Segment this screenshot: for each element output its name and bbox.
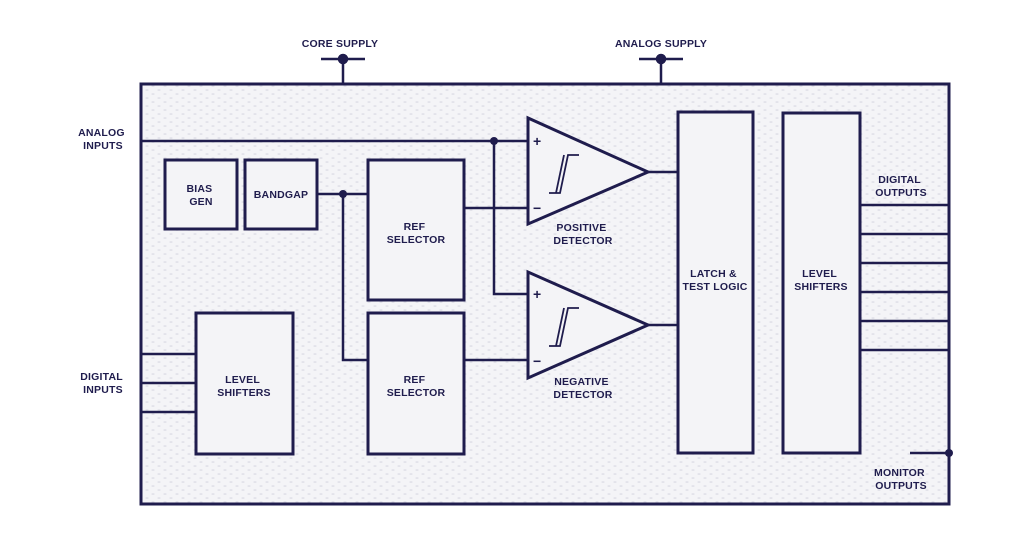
junction-dots bbox=[339, 137, 953, 457]
ref-selector-bottom-label: REF SELECTOR bbox=[387, 374, 446, 399]
monitor-outputs-label: MONITOR OUTPUTS bbox=[874, 467, 928, 492]
positive-comparator-plus: + bbox=[533, 133, 541, 149]
level-shifters-left-block bbox=[194, 311, 295, 456]
ref-selector-top-label: REF SELECTOR bbox=[387, 221, 446, 246]
latch-test-logic-block bbox=[676, 110, 755, 455]
core-supply-label: CORE SUPPLY bbox=[302, 38, 379, 50]
bias-gen-label: BIAS GEN bbox=[186, 183, 215, 208]
bandgap-block bbox=[243, 158, 319, 231]
level-shifters-right-block bbox=[781, 111, 862, 455]
level-shifters-left-label: LEVEL SHIFTERS bbox=[217, 374, 271, 399]
positive-comparator bbox=[526, 115, 652, 227]
ref-selector-bottom-block bbox=[366, 311, 466, 456]
analog-supply-pin bbox=[639, 53, 683, 84]
negative-comparator-plus: + bbox=[533, 286, 541, 302]
analog-inputs-label: ANALOG INPUTS bbox=[78, 127, 128, 152]
level-shifters-right-label: LEVEL SHIFTERS bbox=[794, 268, 848, 293]
analog-supply-label: ANALOG SUPPLY bbox=[615, 38, 707, 50]
core-supply-pin bbox=[321, 53, 365, 84]
digital-outputs-label: DIGITAL OUTPUTS bbox=[875, 174, 927, 199]
ref-selector-top-block bbox=[366, 158, 466, 302]
hysteresis-icon bbox=[549, 154, 579, 194]
positive-detector-label: POSITIVE DETECTOR bbox=[553, 222, 612, 247]
bandgap-label: BANDGAP bbox=[254, 189, 309, 201]
negative-comparator bbox=[526, 269, 652, 381]
latch-test-logic-label: LATCH & TEST LOGIC bbox=[683, 268, 748, 293]
wires bbox=[141, 139, 949, 455]
positive-comparator-minus: − bbox=[533, 200, 541, 216]
hysteresis-icon bbox=[549, 307, 579, 347]
negative-comparator-minus: − bbox=[533, 353, 541, 369]
digital-inputs-label: DIGITAL INPUTS bbox=[80, 371, 126, 396]
negative-detector-label: NEGATIVE DETECTOR bbox=[553, 376, 612, 401]
bias-gen-block bbox=[163, 158, 239, 231]
